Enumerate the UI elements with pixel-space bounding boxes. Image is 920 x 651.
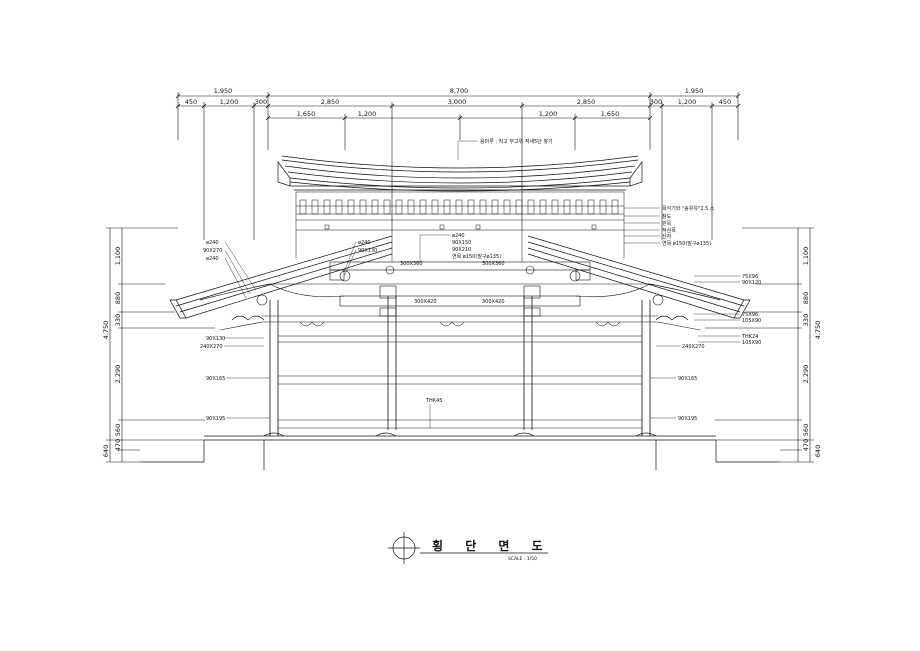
top-dimension-chain <box>175 92 741 240</box>
dim-left-640: 640 <box>102 445 110 457</box>
dim-row3-1650-right: 1,650 <box>601 110 620 118</box>
note-beam-3: 300X420 <box>482 299 505 305</box>
title-text: 횡 단 면 도 SCALE : 1/50 <box>432 538 552 562</box>
left-dimension-labels: 1,100 880 330 2,290 560 470 640 4,750 <box>102 247 122 458</box>
note-beam-1: 300X360 <box>482 261 505 267</box>
dim-right-640: 640 <box>814 445 822 457</box>
note-left-lower-0: 90X130 <box>206 336 225 342</box>
roof-slope-left <box>169 235 393 319</box>
note-left-165: 90X165 <box>206 376 225 382</box>
dim-left-470: 470 <box>114 439 122 451</box>
dim-top-1200-right: 1,200 <box>678 98 697 106</box>
note-beam-2: 300X420 <box>414 299 437 305</box>
dim-row3-1200-right: 1,200 <box>539 110 558 118</box>
note-right-mid-0: 75X96 <box>742 312 758 318</box>
columns <box>269 296 651 436</box>
dim-top-2850-left: 2,850 <box>321 98 340 106</box>
dim-left-330: 330 <box>114 314 122 326</box>
note-left-mid-0: ø240 <box>358 240 371 246</box>
dim-top-3000: 3,000 <box>448 98 467 106</box>
note-right-lower-1: 105X90 <box>742 340 761 346</box>
dim-top-300-right: 300 <box>650 98 662 106</box>
annotation-labels: 용마루 : 착고 부고위 적새5단 쌓기 목식기와 "송유유"2.5 소 참도 … <box>200 138 761 422</box>
dim-left-560: 560 <box>114 424 122 436</box>
dim-right-2290: 2,290 <box>802 365 810 384</box>
dim-right-330: 330 <box>802 314 810 326</box>
note-right-2: 관목 <box>662 220 672 227</box>
note-right-mid-1: 105X90 <box>742 318 761 324</box>
note-floor: THK45 <box>425 398 442 404</box>
note-center-3: 연목 ø150(말구ø135) <box>452 253 501 260</box>
dim-row3-1650-left: 1,650 <box>297 110 316 118</box>
note-right-lower-0: THK24 <box>741 334 758 340</box>
dim-top-2850-right: 2,850 <box>577 98 596 106</box>
note-center-1: 90X150 <box>452 240 471 246</box>
note-center-2: 90X210 <box>452 247 471 253</box>
right-dimension-labels: 1,100 880 330 2,290 560 470 640 4,750 <box>802 247 822 458</box>
drawing-scale: SCALE : 1/50 <box>508 556 537 562</box>
dim-left-total: 4,750 <box>102 321 110 340</box>
dim-left-880: 880 <box>114 292 122 304</box>
dim-row3-1200-left: 1,200 <box>358 110 377 118</box>
title-block <box>388 532 548 564</box>
dim-top-450-left: 450 <box>185 98 197 106</box>
gable-wall <box>295 220 625 262</box>
note-left-195: 90X195 <box>206 416 225 422</box>
roof-tiles-row <box>295 191 625 221</box>
floor-and-base <box>140 432 780 470</box>
dim-left-2290: 2,290 <box>114 365 122 384</box>
note-right-1: 참도 <box>662 213 672 220</box>
dim-top-center-total: 8,700 <box>450 87 469 95</box>
dim-top-300-left: 300 <box>255 98 267 106</box>
note-left-upper-0: ø240 <box>206 240 219 246</box>
dim-right-880: 880 <box>802 292 810 304</box>
dim-left-1100: 1,100 <box>114 247 122 266</box>
dim-top-right-total: 1,950 <box>685 87 704 95</box>
dim-right-total: 4,750 <box>814 321 822 340</box>
note-left-upper-1: 90X270 <box>203 248 222 254</box>
note-center-0: ø240 <box>452 233 465 239</box>
dim-top-left-total: 1,950 <box>214 87 233 95</box>
note-left-upper-2: ø240 <box>206 256 219 262</box>
dim-top-450-right: 450 <box>719 98 731 106</box>
note-beam-0: 300X360 <box>400 261 423 267</box>
note-left-mid-1: 90X130 <box>358 248 377 254</box>
note-right-165: 90X165 <box>678 376 697 382</box>
leader-lines <box>224 140 740 428</box>
dim-right-470: 470 <box>802 439 810 451</box>
note-right-upper-0: 75X96 <box>742 274 758 280</box>
right-dimension-chain <box>705 227 814 463</box>
drawing-title: 횡 단 면 도 <box>432 538 552 553</box>
note-right-3: 적심목 <box>662 227 676 234</box>
beam-structure <box>219 261 701 331</box>
note-right-240: 240X270 <box>682 344 705 350</box>
note-left-lower-1: 240X270 <box>200 344 223 350</box>
dim-right-1100: 1,100 <box>802 247 810 266</box>
note-right-4: 산자 <box>662 233 672 240</box>
dim-right-560: 560 <box>802 424 810 436</box>
note-right-0: 목식기와 "송유유"2.5 소 <box>662 205 715 212</box>
dimension-labels: 1,950 8,700 1,950 450 1,200 300 2,850 3,… <box>185 87 731 118</box>
note-roof-ridge: 용마루 : 착고 부고위 적새5단 쌓기 <box>480 138 553 145</box>
note-right-5: 연목 ø150(말구ø135) <box>662 240 711 247</box>
left-dimension-chain <box>106 227 215 463</box>
note-right-upper-1: 90X120 <box>742 280 761 286</box>
note-right-195: 90X195 <box>678 416 697 422</box>
dim-top-1200-left: 1,200 <box>220 98 239 106</box>
roof-ridge <box>277 155 643 192</box>
wall-rails <box>278 335 642 429</box>
roof-slope-right <box>527 235 751 319</box>
